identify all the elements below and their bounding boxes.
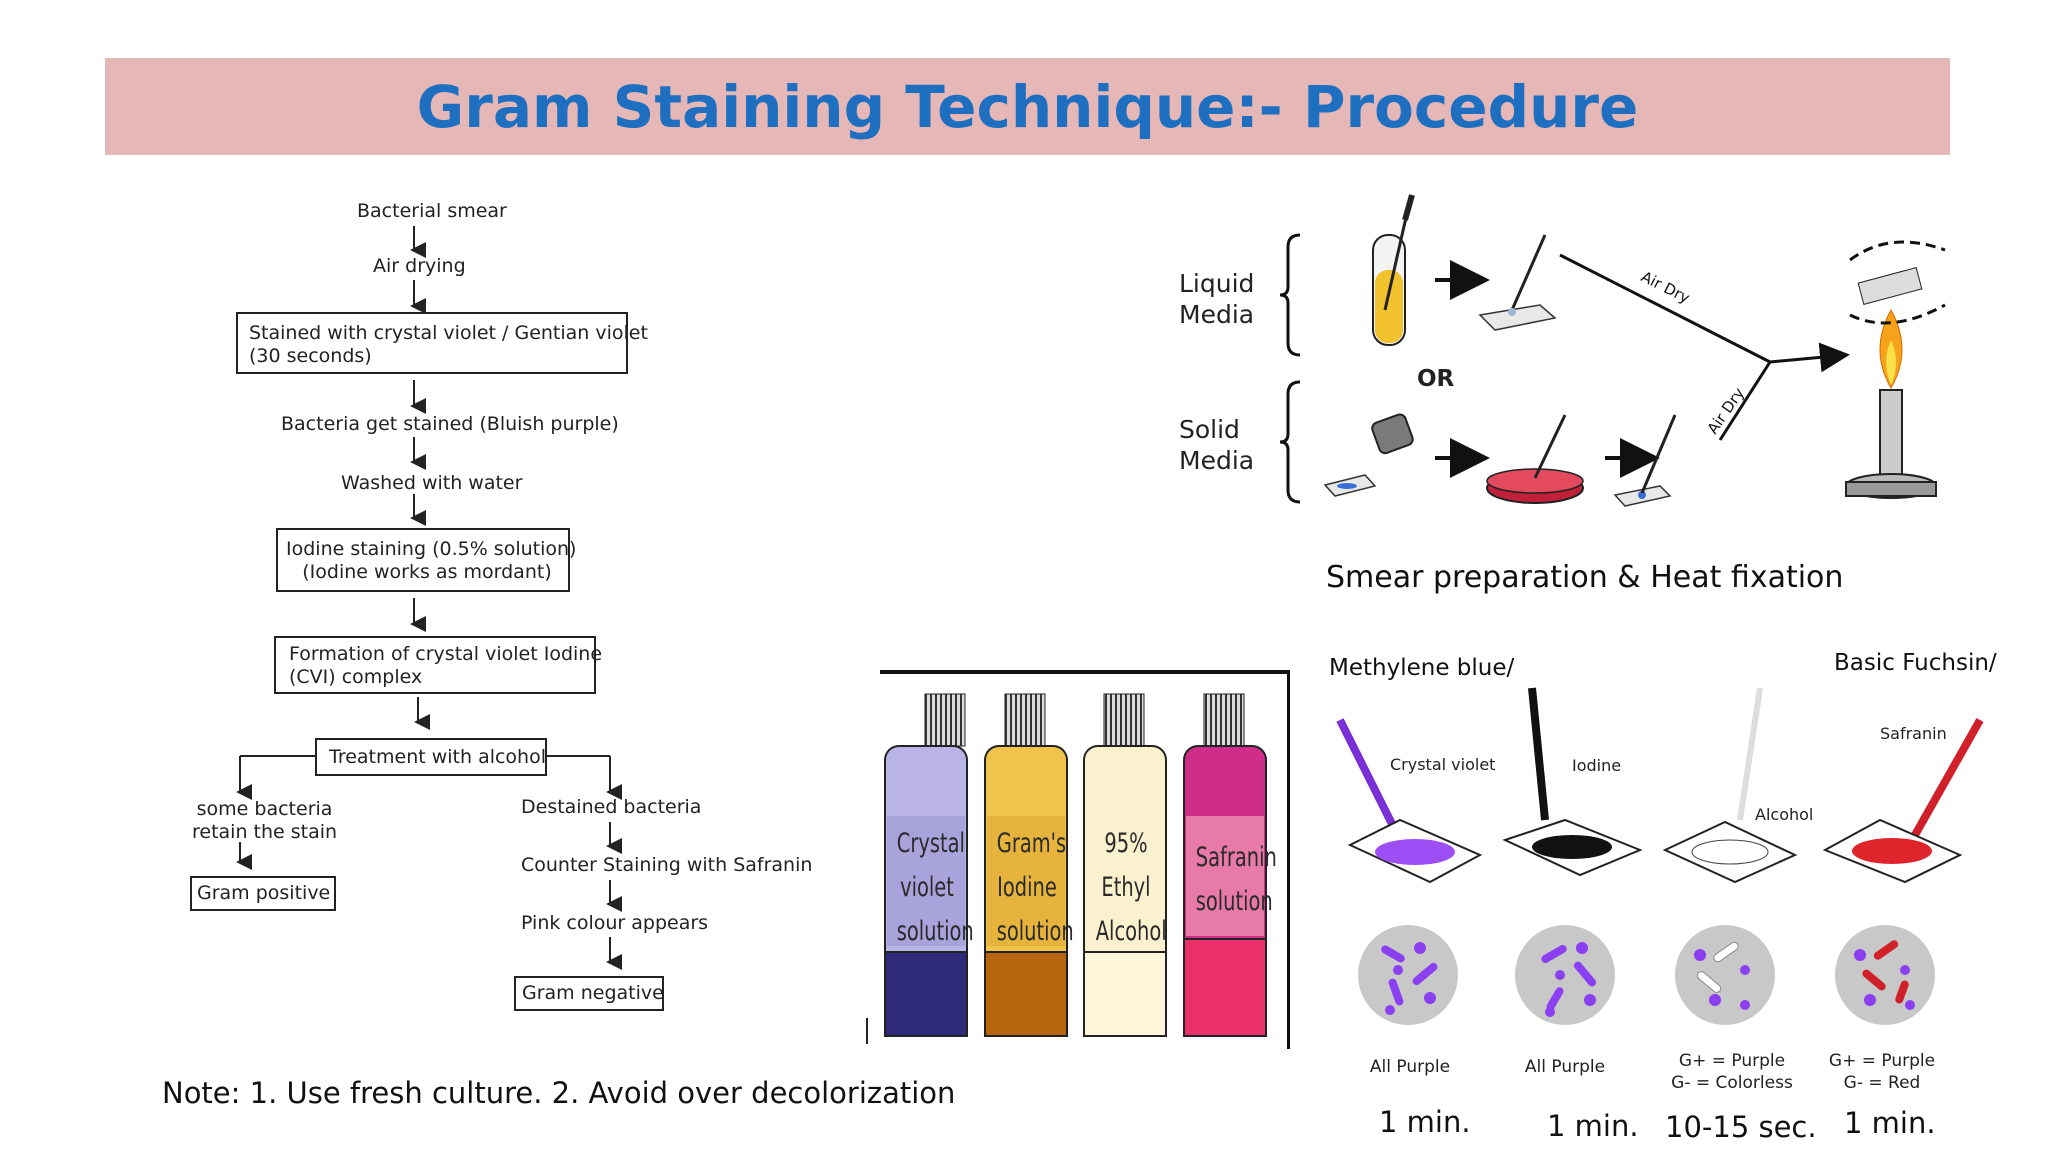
- step-bacteria-stained: Bacteria get stained (Bluish purple): [281, 413, 619, 435]
- step-crystal-violet-box: Stained with crystal violet / Gentian vi…: [236, 312, 648, 374]
- gram-negative-label: Gram negative: [522, 982, 664, 1004]
- step-cvi-complex: Formation of crystal violet Iodine (CVI)…: [289, 643, 603, 688]
- right-branch-counterstain: Counter Staining with Safranin: [521, 854, 813, 876]
- divider: [866, 1018, 868, 1044]
- step-iodine: Iodine staining (0.5% solution) (Iodine …: [286, 538, 577, 583]
- step-air-drying: Air drying: [373, 255, 466, 277]
- step-crystal-violet: Stained with crystal violet / Gentian vi…: [249, 322, 648, 367]
- gram-positive-box: Gram positive: [190, 876, 336, 911]
- smear-caption: Smear preparation & Heat fixation: [1326, 560, 1844, 595]
- dropper-label-safranin: Safranin: [1880, 724, 1947, 743]
- bottle-alcohol-label: 95% Ethyl Alcohol: [1095, 828, 1167, 947]
- right-branch-destained: Destained bacteria: [521, 796, 702, 818]
- step-cvi-box: Formation of crystal violet Iodine (CVI)…: [274, 636, 603, 694]
- staining-illustration: Crystal violet Iodine Alcohol Safranin: [1336, 687, 1984, 1025]
- step-bacterial-smear: Bacterial smear: [357, 200, 507, 222]
- title-banner: Gram Staining Technique:- Procedure: [105, 58, 1950, 155]
- time-1: 1 min.: [1379, 1105, 1471, 1139]
- result-1: All Purple: [1369, 1057, 1451, 1077]
- gram-positive-label: Gram positive: [197, 882, 331, 904]
- alt-stain-left: Methylene blue/: [1329, 655, 1515, 681]
- step-treatment-alcohol: Treatment with alcohol: [329, 746, 547, 768]
- gram-negative-box: Gram negative: [514, 976, 664, 1011]
- alt-stain-right: Basic Fuchsin/: [1834, 650, 1997, 676]
- time-4: 1 min.: [1844, 1106, 1936, 1140]
- liquid-media-label: Liquid Media: [1179, 269, 1255, 329]
- dropper-label-crystal-violet: Crystal violet: [1390, 755, 1495, 774]
- reagent-bottles-graphic: [884, 693, 1267, 1037]
- solid-media-label: Solid Media: [1179, 415, 1255, 475]
- bottle-safranin-label: Safranin solution: [1195, 842, 1277, 917]
- page-title: Gram Staining Technique:- Procedure: [416, 72, 1639, 141]
- result-3: G+ = Purple G- = Colorless: [1671, 1051, 1793, 1093]
- time-2: 1 min.: [1547, 1109, 1639, 1143]
- bottle-crystal-violet-label: Crystal violet solution: [896, 828, 974, 947]
- dropper-label-iodine: Iodine: [1572, 756, 1621, 775]
- time-3: 10-15 sec.: [1665, 1110, 1817, 1144]
- step-washed-water: Washed with water: [341, 472, 523, 494]
- right-branch-pink: Pink colour appears: [521, 912, 709, 934]
- note-text: Note: 1. Use fresh culture. 2. Avoid ove…: [162, 1076, 956, 1110]
- flowchart-arrows: [236, 226, 622, 970]
- or-label: OR: [1417, 366, 1455, 392]
- smear-illustration: Air Dry Air Dry: [1279, 194, 1946, 507]
- left-branch-retain: some bacteria retain the stain: [192, 798, 338, 843]
- result-4: G+ = Purple G- = Red: [1828, 1051, 1936, 1093]
- bottle-iodine-label: Gram's Iodine solution: [996, 828, 1074, 947]
- reagent-bottles-panel: Crystal violet solution Gram's Iodine so…: [880, 670, 1290, 1049]
- step-iodine-box: Iodine staining (0.5% solution) (Iodine …: [276, 528, 577, 592]
- step-alcohol-box: Treatment with alcohol: [315, 738, 547, 776]
- dropper-label-alcohol: Alcohol: [1755, 805, 1813, 824]
- result-2: All Purple: [1524, 1057, 1606, 1077]
- air-dry-label-1: Air Dry: [1638, 268, 1693, 308]
